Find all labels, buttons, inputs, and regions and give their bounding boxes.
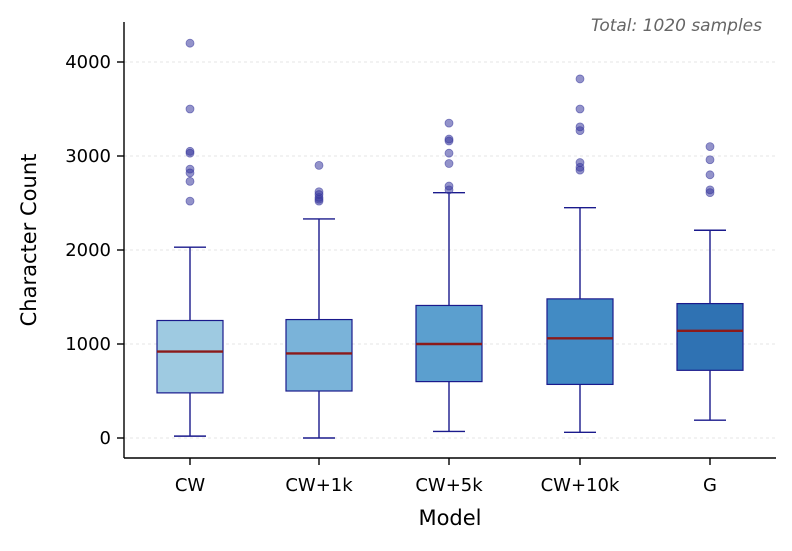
x-tick-label: CW+5k: [415, 475, 483, 496]
outlier-point: [444, 134, 454, 144]
outlier-point: [314, 160, 324, 170]
x-axis-label: Model: [418, 506, 481, 530]
outlier-point: [575, 104, 585, 114]
outlier-point: [575, 122, 585, 132]
box-iqr: [676, 302, 744, 371]
box-group: [676, 142, 744, 421]
sample-count-annotation: Total: 1020 samples: [591, 16, 762, 36]
x-tick-label: CW+1k: [285, 475, 353, 496]
outlier-point: [185, 146, 195, 156]
outlier-point: [705, 155, 715, 165]
outlier-point: [185, 176, 195, 186]
x-tick-label: CW+10k: [541, 475, 620, 496]
box-group: [156, 38, 224, 437]
y-tick-label: 1000: [65, 334, 111, 355]
outlier-point: [705, 142, 715, 152]
y-tick-label: 4000: [65, 52, 111, 73]
plot-layer: [156, 38, 744, 439]
box-iqr: [546, 298, 614, 386]
box-iqr: [285, 318, 353, 392]
axes-layer: [123, 22, 776, 459]
outlier-point: [705, 185, 715, 195]
outlier-point: [444, 181, 454, 191]
y-tick-label: 0: [100, 428, 111, 449]
outlier-point: [444, 159, 454, 168]
box-group: [415, 118, 483, 433]
outlier-point: [575, 158, 585, 167]
outlier-point: [185, 104, 195, 114]
outlier-point: [575, 74, 585, 84]
x-tick-label: CW: [175, 475, 206, 496]
y-tick-label: 2000: [65, 240, 111, 261]
outlier-point: [705, 170, 715, 180]
outlier-point: [185, 164, 195, 174]
y-axis-label: Character Count: [17, 154, 41, 327]
outlier-point: [185, 196, 195, 206]
box-group: [546, 74, 614, 434]
box-group: [285, 160, 353, 439]
y-tick-label: 3000: [65, 146, 111, 167]
outlier-point: [185, 38, 195, 48]
outlier-point: [444, 148, 454, 158]
outlier-point: [314, 187, 324, 197]
outlier-point: [444, 118, 454, 128]
box-iqr: [156, 319, 224, 394]
x-tick-label: G: [703, 475, 717, 496]
